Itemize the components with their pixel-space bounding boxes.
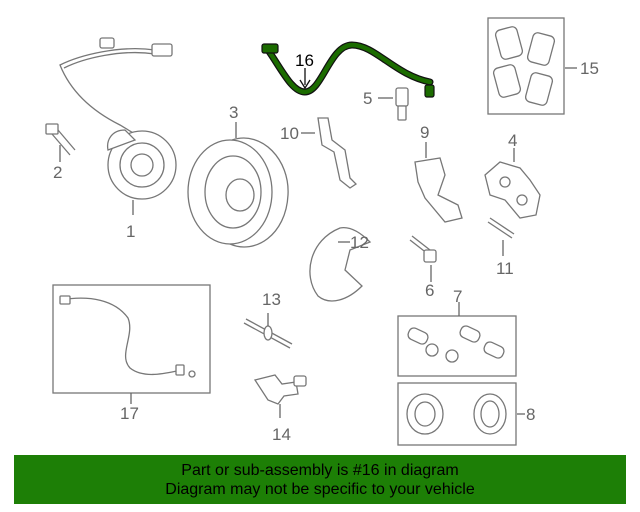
part-4-caliper[interactable] [484,161,541,219]
callout-17: 17 [120,404,139,423]
part-1-hub[interactable] [59,37,177,200]
callout-3: 3 [229,103,238,122]
callout-5: 5 [363,89,372,108]
callout-6: 6 [425,281,434,300]
part-14-sensor[interactable] [253,374,307,405]
part-12-splash-shield[interactable] [309,226,372,302]
part-10-bracket[interactable] [317,117,358,189]
part-13-guide-pin[interactable] [243,318,293,349]
callout-8: 8 [526,405,535,424]
notice-banner: Part or sub-assembly is #16 in diagram D… [14,455,626,504]
part-17-abs-sensor[interactable] [52,284,211,394]
callout-13: 13 [262,290,281,309]
part-9-caliper-bracket[interactable] [414,157,463,223]
callout-11: 11 [496,259,514,278]
callout-7: 7 [453,287,462,306]
part-5-bleeder[interactable] [395,87,409,121]
callout-1: 1 [126,222,135,241]
callout-14: 14 [272,425,291,444]
part-6-bolt[interactable] [409,235,437,263]
part-3-rotor[interactable] [187,137,289,248]
callout-10: 10 [280,124,299,143]
part-2-bolt[interactable] [45,123,76,156]
banner-line-1: Part or sub-assembly is #16 in diagram [181,461,459,479]
callout-16: 16 [295,51,314,70]
part-11-pin[interactable] [487,217,515,239]
part-16-brake-hose[interactable] [261,41,435,98]
part-8-piston[interactable] [397,382,517,446]
parts-diagram: 16 1 2 3 10 5 [45,17,599,446]
part-7-seal-kit[interactable] [397,315,517,377]
banner-line-2: Diagram may not be specific to your vehi… [165,480,475,498]
callout-15: 15 [580,59,599,78]
callout-9: 9 [420,123,429,142]
callout-4: 4 [508,131,517,150]
callout-2: 2 [53,163,62,182]
callout-12: 12 [350,233,369,252]
part-15-pads[interactable] [487,17,565,115]
